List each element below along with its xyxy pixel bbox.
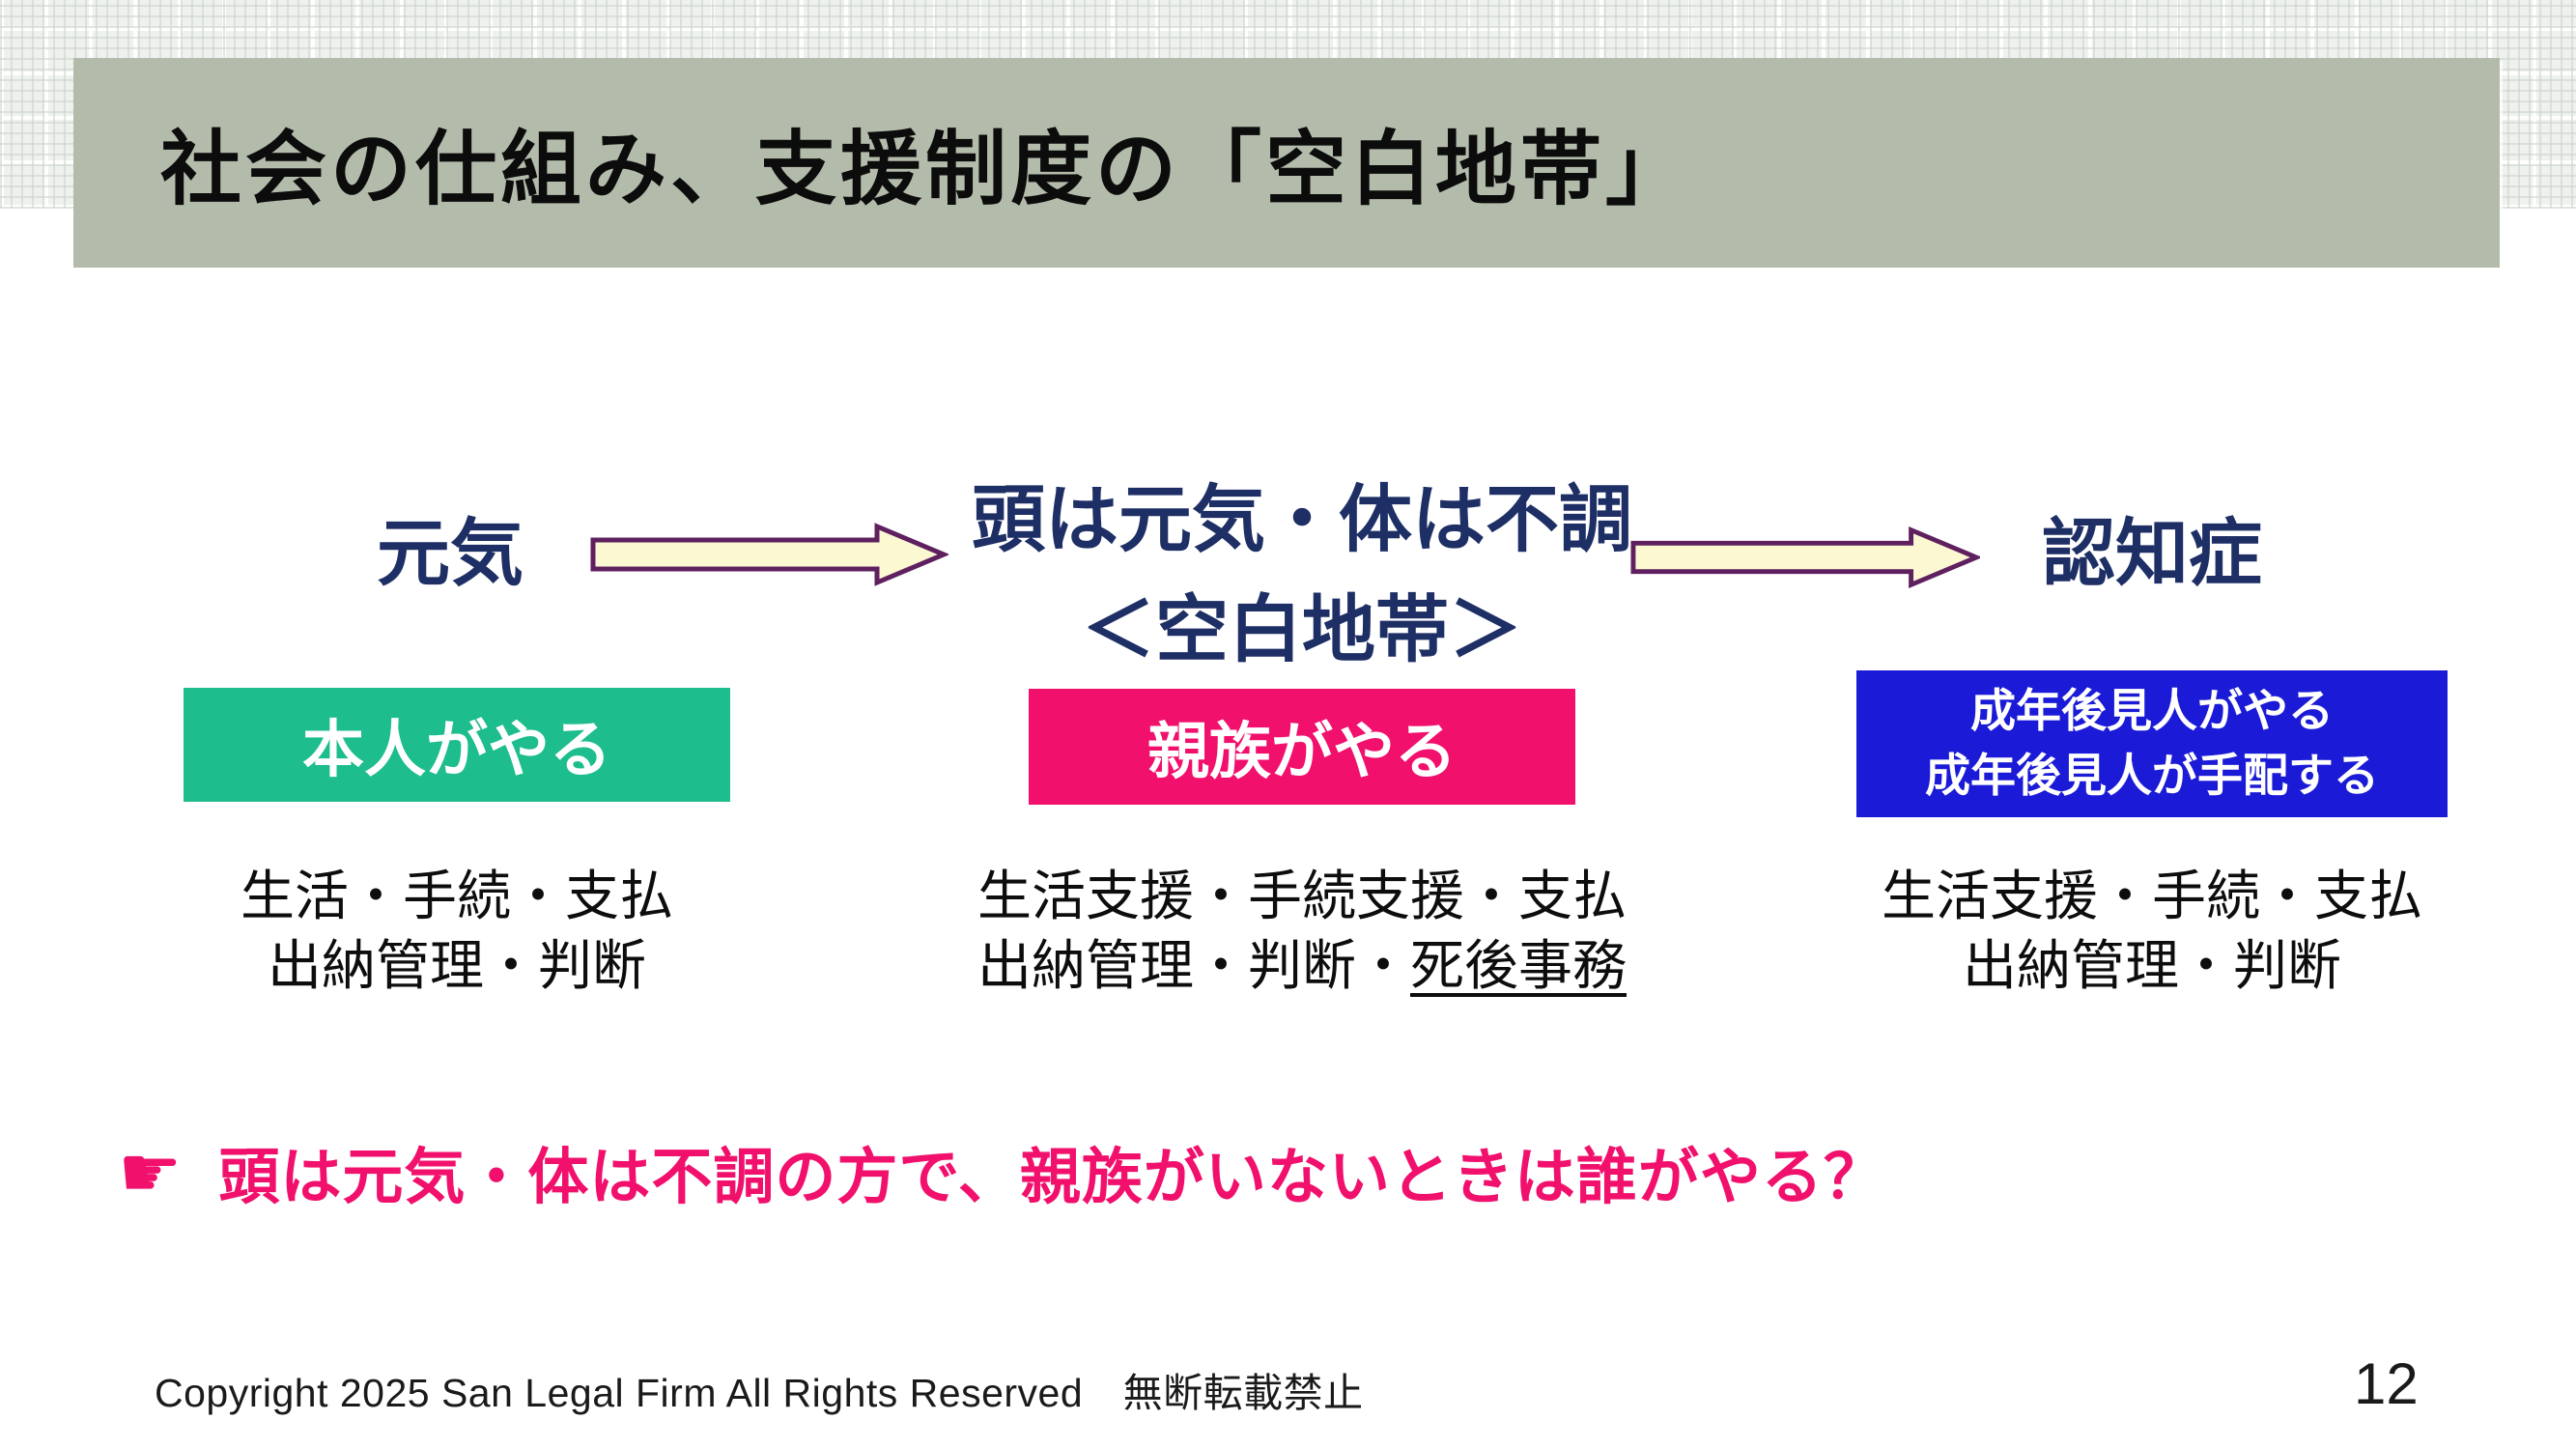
- page-number: 12: [2354, 1351, 2419, 1416]
- actor-box-relatives: 親族がやる: [1029, 689, 1575, 805]
- flow-arrow-icon: [1630, 526, 1980, 589]
- stage-label-healthy: 元気: [377, 513, 524, 595]
- actor-box-guardian: 成年後見人がやる 成年後見人が手配する: [1856, 670, 2448, 817]
- actor-box-self: 本人がやる: [184, 688, 730, 802]
- flow-arrow-icon: [590, 523, 948, 586]
- question-callout: ☛ 頭は元気・体は不調の方で、親族がいないときは誰がやる？: [118, 1128, 1885, 1216]
- duties-relatives-line1: 生活支援・手続支援・支払: [977, 866, 1627, 926]
- stage-label-blank-zone: 頭は元気・体は不調 ＜空白地帯＞: [972, 466, 1632, 686]
- actor-box-guardian-line1: 成年後見人がやる: [1970, 685, 2334, 737]
- slide-title: 社会の仕組み、支援制度の「空白地帯」: [160, 124, 1691, 214]
- duties-self-line1: 生活・手続・支払: [241, 866, 673, 926]
- stage-label-blank-zone-line2: ＜空白地帯＞: [1082, 589, 1522, 671]
- pointing-hand-icon: ☛: [118, 1131, 183, 1212]
- duties-guardian-line1: 生活支援・手続・支払: [1882, 866, 2422, 926]
- duties-relatives-line2-plain: 出納管理・判断・: [977, 934, 1410, 996]
- actor-box-self-label: 本人がやる: [302, 715, 611, 784]
- stage-label-blank-zone-line1: 頭は元気・体は不調: [972, 479, 1632, 561]
- duties-relatives-line2-underlined: 死後事務: [1410, 934, 1627, 996]
- title-bar: 社会の仕組み、支援制度の「空白地帯」: [73, 58, 2500, 268]
- actor-box-relatives-label: 親族がやる: [1147, 717, 1457, 786]
- duties-guardian-line2: 出納管理・判断: [1963, 934, 2341, 996]
- duties-guardian: 生活支援・手続・支払 出納管理・判断: [1882, 862, 2422, 1000]
- duties-self-line2: 出納管理・判断: [268, 934, 646, 996]
- duties-relatives: 生活支援・手続支援・支払 出納管理・判断・死後事務: [977, 862, 1627, 1000]
- duties-relatives-line2: 出納管理・判断・死後事務: [977, 931, 1627, 1001]
- actor-box-guardian-line2: 成年後見人が手配する: [1925, 750, 2379, 801]
- duties-self: 生活・手続・支払 出納管理・判断: [241, 862, 673, 1000]
- stage-label-dementia: 認知症: [2042, 513, 2262, 595]
- question-text: 頭は元気・体は不調の方で、親族がいないときは誰がやる？: [218, 1144, 1885, 1211]
- copyright-text: Copyright 2025 San Legal Firm All Rights…: [155, 1371, 1364, 1415]
